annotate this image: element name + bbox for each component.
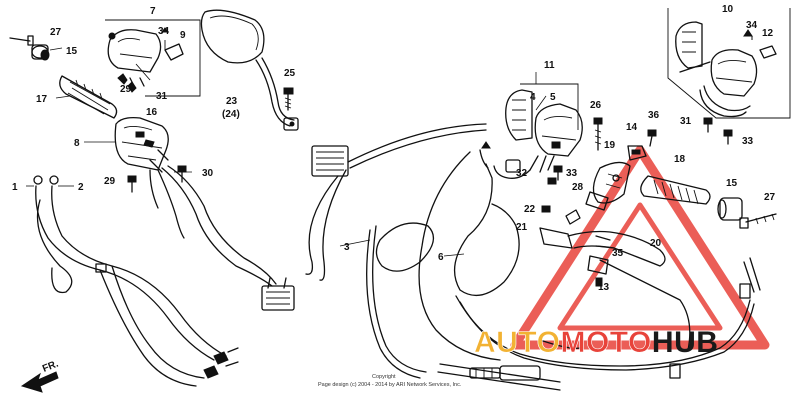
callout-1: 1	[12, 182, 18, 193]
callout-25: 25	[284, 68, 296, 79]
callout-27a: 27	[50, 27, 62, 38]
callout-4: 4	[530, 92, 536, 103]
callout-20: 20	[650, 238, 662, 249]
bar-end-weight-15-right	[717, 197, 743, 221]
cable-end-fittings	[437, 339, 581, 391]
svg-text:AUTOMOTOHUB: AUTOMOTOHUB	[474, 326, 718, 359]
watermark-moto: MOTO	[560, 326, 651, 359]
callout-29a: 29	[120, 84, 132, 95]
callout-7: 7	[150, 6, 156, 17]
right-switch-box-10	[667, 8, 791, 145]
bar-end-weight-15-left	[31, 44, 50, 61]
callout-34a: 34	[158, 26, 170, 37]
callout-15b: 15	[726, 178, 738, 189]
callout-32: 32	[516, 168, 528, 179]
callout-8: 8	[74, 138, 80, 149]
left-handlebar-switch-8	[114, 116, 169, 173]
front-arrow: FR.	[20, 358, 60, 393]
callout-24: (24)	[222, 109, 240, 120]
watermark-logo: AUTOMOTOHUB	[474, 326, 718, 360]
callout-29b: 29	[104, 176, 116, 187]
callout-18: 18	[674, 154, 686, 165]
copyright-block: Copyright Page design (c) 2004 - 2014 by…	[318, 374, 462, 388]
callout-19: 19	[604, 140, 616, 151]
copyright-line1: Copyright	[372, 374, 396, 380]
callout-11: 11	[544, 60, 555, 71]
callout-31a: 31	[156, 91, 168, 102]
watermark-hub: HUB	[652, 326, 719, 359]
left-switch-harness	[149, 165, 295, 311]
callout-36: 36	[648, 110, 660, 121]
screw-36	[647, 129, 657, 147]
throttle-grip-18	[640, 175, 711, 205]
screw-29-left	[127, 175, 137, 193]
callout-6: 6	[438, 252, 444, 263]
callout-31b: 31	[680, 116, 692, 127]
callout-14: 14	[626, 122, 638, 133]
bolt-25	[283, 87, 294, 111]
switch-harness-32-33	[479, 141, 563, 185]
callout-2: 2	[78, 182, 84, 193]
front-arrow-label: FR.	[41, 358, 60, 374]
callout-16: 16	[146, 107, 158, 118]
callout-27b: 27	[764, 192, 776, 203]
bolt-27-right	[739, 213, 777, 229]
brake-master-19-28	[585, 161, 631, 211]
callout-23: 23	[226, 96, 238, 107]
cable-6	[453, 163, 761, 379]
left-switch-box-7	[105, 19, 201, 97]
mirror-23-24	[200, 9, 299, 131]
right-switch-11	[505, 83, 583, 173]
bolt-26	[593, 117, 603, 151]
callout-9: 9	[180, 30, 186, 41]
leader-lines	[26, 47, 547, 257]
callout-13: 13	[598, 282, 610, 293]
callout-15a: 15	[66, 46, 78, 57]
callout-33b: 33	[742, 136, 754, 147]
watermark-auto: AUTO	[474, 326, 560, 359]
bolt-27-left	[9, 35, 34, 46]
callout-33a: 33	[566, 168, 578, 179]
callout-26: 26	[590, 100, 602, 111]
callout-34b: 34	[746, 20, 758, 31]
callout-21: 21	[516, 222, 528, 233]
connector-block	[311, 145, 349, 177]
switch-14	[627, 145, 647, 161]
callout-17: 17	[36, 94, 48, 105]
callout-10: 10	[722, 4, 734, 15]
callout-30: 30	[202, 168, 214, 179]
callout-labels: 27 15 17 7 34 9 29 31 16 25 23 (24) 8 29…	[12, 4, 776, 293]
lever-20-bracket-21	[539, 205, 666, 287]
grip-17-left	[59, 75, 118, 119]
callout-3: 3	[344, 242, 350, 253]
callout-5: 5	[550, 92, 556, 103]
clutch-cable-3	[305, 123, 501, 379]
throttle-cables-left	[33, 175, 239, 387]
callout-22: 22	[524, 204, 536, 215]
copyright-line2: Page design (c) 2004 - 2014 by ARI Netwo…	[318, 382, 462, 388]
callout-12: 12	[762, 28, 774, 39]
callout-35: 35	[612, 248, 624, 259]
callout-28: 28	[572, 182, 584, 193]
